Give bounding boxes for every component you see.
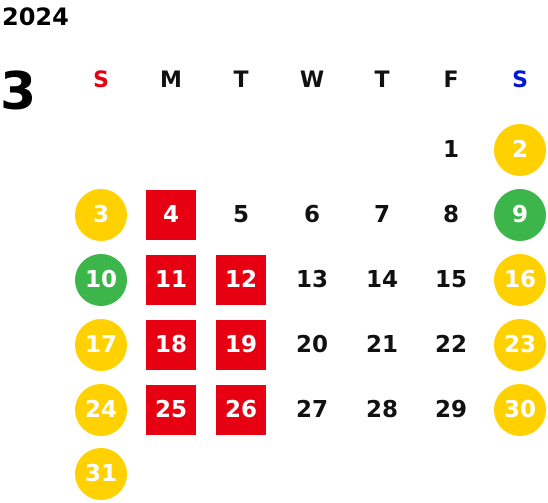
day-cell[interactable]: 6: [303, 202, 320, 228]
day-cell[interactable]: 9: [494, 189, 546, 241]
day-cell[interactable]: 26: [216, 385, 266, 435]
weekday-header: S: [93, 67, 109, 93]
weekday-header: T: [233, 67, 249, 93]
day-cell[interactable]: 29: [434, 397, 467, 423]
day-cell[interactable]: 12: [216, 255, 266, 305]
weekday-header: M: [160, 67, 182, 93]
calendar-month: 3: [0, 62, 37, 122]
day-cell[interactable]: 15: [434, 267, 467, 293]
day-cell[interactable]: 16: [494, 254, 546, 306]
day-cell[interactable]: 22: [434, 332, 467, 358]
day-cell[interactable]: 2: [494, 124, 546, 176]
day-cell[interactable]: 20: [295, 332, 328, 358]
day-cell[interactable]: 31: [75, 448, 127, 500]
day-cell[interactable]: 19: [216, 320, 266, 370]
day-cell[interactable]: 13: [295, 267, 328, 293]
day-cell[interactable]: 18: [146, 320, 196, 370]
day-cell[interactable]: 23: [494, 319, 546, 371]
day-cell[interactable]: 7: [373, 202, 390, 228]
day-cell[interactable]: 5: [232, 202, 249, 228]
day-cell[interactable]: 28: [365, 397, 398, 423]
calendar-year: 2024: [2, 3, 69, 31]
day-cell[interactable]: 25: [146, 385, 196, 435]
day-cell[interactable]: 4: [146, 190, 196, 240]
day-cell[interactable]: 3: [75, 189, 127, 241]
day-cell[interactable]: 8: [442, 202, 459, 228]
weekday-header: T: [374, 67, 390, 93]
day-cell[interactable]: 17: [75, 319, 127, 371]
day-cell[interactable]: 24: [75, 384, 127, 436]
day-cell[interactable]: 21: [365, 332, 398, 358]
weekday-header: W: [299, 67, 325, 93]
day-cell[interactable]: 10: [75, 254, 127, 306]
day-cell[interactable]: 30: [494, 384, 546, 436]
weekday-header: F: [443, 67, 459, 93]
day-cell[interactable]: 14: [365, 267, 398, 293]
weekday-header: S: [512, 67, 528, 93]
day-cell[interactable]: 11: [146, 255, 196, 305]
day-cell[interactable]: 27: [295, 397, 328, 423]
day-cell[interactable]: 1: [442, 137, 459, 163]
